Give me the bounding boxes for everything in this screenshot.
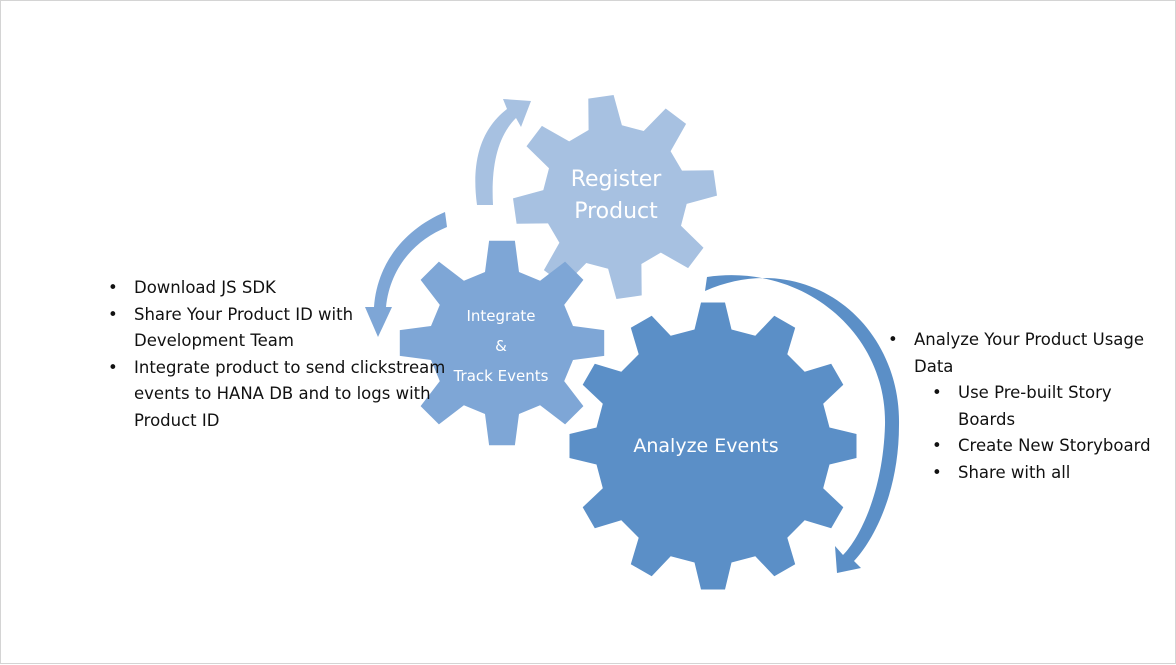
analysis-steps-list: Analyze Your Product Usage Data Use Pre-… [886, 327, 1166, 486]
register-product-label: Register Product [570, 167, 662, 224]
cycle-arrow-top [475, 99, 531, 205]
integration-steps-list: Download JS SDK Share Your Product ID wi… [106, 275, 456, 434]
list-item: Integrate product to send clickstream ev… [106, 355, 456, 435]
list-item: Share with all [930, 460, 1166, 487]
integrate-track-events-label: Integrate & Track Events [453, 307, 549, 385]
list-item: Create New Storyboard [930, 433, 1166, 460]
analyze-events-gear [569, 302, 857, 590]
list-item: Analyze Your Product Usage Data Use Pre-… [886, 327, 1166, 486]
list-item: Use Pre-built Story Boards [930, 380, 1166, 433]
analyze-events-label: Analyze Events [633, 435, 779, 457]
list-item: Share Your Product ID with Development T… [106, 302, 456, 355]
analysis-sub-list: Use Pre-built Story Boards Create New St… [930, 380, 1166, 486]
list-item: Download JS SDK [106, 275, 456, 302]
register-product-gear [513, 95, 717, 299]
analyze-usage-text: Analyze Your Product Usage Data [914, 330, 1145, 376]
